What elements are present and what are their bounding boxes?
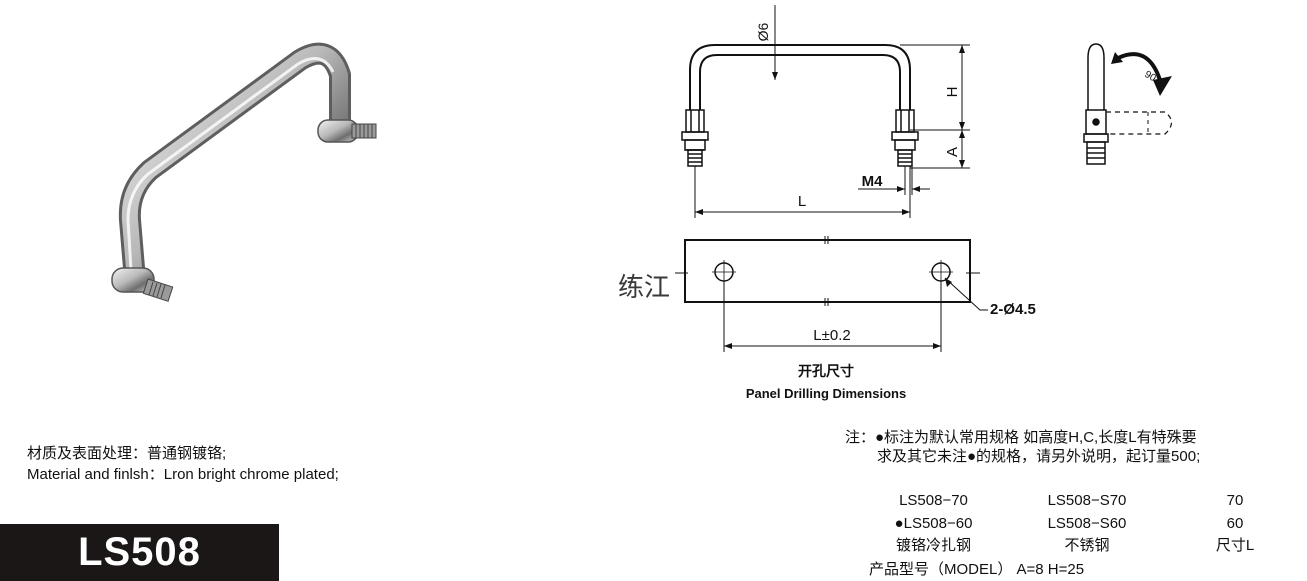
watermark: 练江 <box>618 273 670 303</box>
table-cell: ●LS508−60 <box>894 515 973 532</box>
dim-a: A <box>944 147 961 157</box>
material-en: Material and finlsh：Lron bright chrome p… <box>27 466 339 483</box>
handle-photo <box>111 42 377 302</box>
handle-outline <box>689 44 911 110</box>
side-view <box>1083 43 1173 165</box>
panel-title-en: Panel Drilling Dimensions <box>746 386 906 401</box>
table-cell: 70 <box>1226 492 1244 509</box>
model-banner: LS508 <box>0 524 279 581</box>
note-line-1: 注：●标注为默认常用规格 如高度H,C,长度L有特殊要 <box>845 429 1197 446</box>
dim-l-tolerance: L±0.2 <box>813 327 850 344</box>
table-cell: LS508−S70 <box>1047 492 1127 509</box>
dim-h: H <box>944 87 961 98</box>
dim-m4: M4 <box>862 173 883 190</box>
panel-hole-right <box>929 260 953 284</box>
right-foot <box>891 109 919 167</box>
panel-hole-left <box>712 260 736 284</box>
left-foot <box>681 109 709 167</box>
technical-drawing: Ø6 H A M4 L 90° 2-Ø4.5 练江 <box>618 5 1173 401</box>
model-spec-line: 产品型号（MODEL） A=8 H=25 <box>869 561 1085 578</box>
table-cell: LS508−70 <box>899 492 968 509</box>
material-cn: 材质及表面处理：普通钢镀铬; <box>27 445 227 462</box>
table-header: 尺寸L <box>1215 537 1255 554</box>
panel-title-cn: 开孔尺寸 <box>798 363 854 379</box>
panel-outline <box>684 239 971 303</box>
rotation-arrow <box>1117 52 1162 81</box>
dim-diameter: Ø6 <box>755 22 771 41</box>
table-header: 不锈钢 <box>1064 537 1110 554</box>
table-header: 镀铬冷扎钢 <box>895 537 971 554</box>
dim-holes: 2-Ø4.5 <box>990 301 1036 318</box>
spec-note: 注：●标注为默认常用规格 如高度H,C,长度L有特殊要 求及其它未注●的规格，请… <box>845 428 1200 466</box>
table-cell: 60 <box>1226 515 1244 532</box>
table-cell: LS508−S60 <box>1047 515 1127 532</box>
note-line-2: 求及其它未注●的规格，请另外说明，起订量500; <box>877 448 1201 465</box>
dim-l: L <box>798 193 806 210</box>
model-number: LS508 <box>78 530 201 574</box>
